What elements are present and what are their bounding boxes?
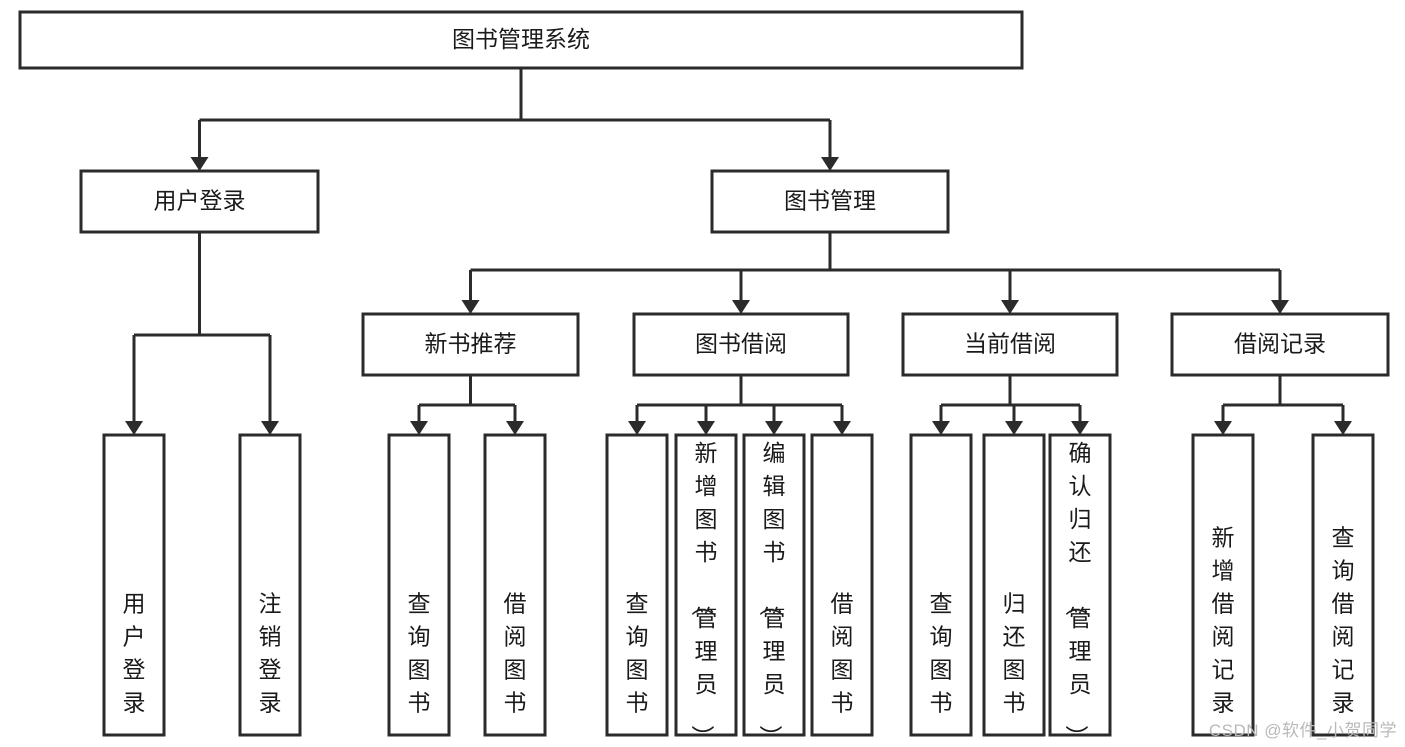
node-leaf-query-record[interactable]: 查询借阅记录: [1311, 433, 1375, 737]
node-label: 编辑图书（管理员）: [758, 440, 786, 747]
node-leaf-query-book-3[interactable]: 查询图书: [909, 433, 973, 737]
node-box: [674, 433, 738, 737]
node-label: 图书管理: [784, 188, 876, 214]
arrow-head-icon: [732, 300, 750, 314]
node-box: [79, 169, 320, 234]
node-label: 借阅图书: [831, 590, 854, 715]
arrow-head-icon: [697, 421, 715, 435]
node-leaf-query-book-1[interactable]: 查询图书: [387, 433, 451, 737]
node-label: 查询图书: [408, 590, 431, 715]
node-leaf-confirm-return[interactable]: 确认归还（管理员）: [1048, 433, 1112, 747]
node-label: 图书管理系统: [452, 26, 590, 52]
node-new-book-recommend[interactable]: 新书推荐: [361, 312, 580, 377]
arrow-head-icon: [932, 421, 950, 435]
node-box: [632, 312, 850, 377]
arrow-head-icon: [125, 421, 143, 435]
arrow-head-icon: [628, 421, 646, 435]
node-label: 新书推荐: [425, 331, 517, 357]
connector-layer: [125, 68, 1352, 435]
node-label: 借阅图书: [504, 590, 527, 715]
node-layer: 图书管理系统用户登录图书管理新书推荐图书借阅当前借阅借阅记录用户登录注销登录查询…: [18, 10, 1390, 747]
arrow-head-icon: [461, 300, 480, 314]
arrow-head-icon: [1271, 300, 1289, 314]
arrow-head-icon: [506, 421, 524, 435]
node-box: [1191, 433, 1255, 737]
node-box: [238, 433, 302, 737]
node-leaf-return-book[interactable]: 归还图书: [982, 433, 1046, 737]
arrow-head-icon: [261, 421, 279, 435]
node-label: 查询借阅记录: [1332, 524, 1355, 715]
node-box: [1170, 312, 1390, 377]
node-leaf-add-record[interactable]: 新增借阅记录: [1191, 433, 1255, 737]
node-box: [742, 433, 806, 737]
node-box: [1048, 433, 1112, 737]
arrow-head-icon: [821, 157, 839, 171]
node-leaf-borrow-book-1[interactable]: 借阅图书: [483, 433, 547, 737]
node-box: [982, 433, 1046, 737]
node-label: 新增借阅记录: [1212, 524, 1235, 715]
node-box: [387, 433, 451, 737]
node-box: [361, 312, 580, 377]
node-book-manage[interactable]: 图书管理: [710, 169, 950, 234]
node-label: 用户登录: [123, 590, 146, 715]
arrow-head-icon: [765, 421, 783, 435]
node-box: [901, 312, 1119, 377]
node-leaf-user-logout[interactable]: 注销登录: [238, 433, 302, 737]
node-leaf-edit-book[interactable]: 编辑图书（管理员）: [742, 433, 806, 747]
node-label: 查询图书: [930, 590, 953, 715]
node-box: [102, 433, 166, 737]
node-box: [810, 433, 874, 737]
node-label: 用户登录: [154, 188, 246, 214]
arrow-head-icon: [1001, 300, 1019, 314]
arrow-head-icon: [833, 421, 851, 435]
node-box: [483, 433, 547, 737]
node-box: [1311, 433, 1375, 737]
arrow-head-icon: [1071, 421, 1089, 435]
node-root[interactable]: 图书管理系统: [18, 10, 1024, 70]
arrow-head-icon: [1214, 421, 1232, 435]
node-label: 归还图书: [1003, 590, 1026, 715]
node-label: 注销登录: [259, 590, 282, 715]
node-label: 查询图书: [626, 590, 649, 715]
node-label: 新增图书（管理员）: [690, 440, 718, 747]
arrow-head-icon: [1334, 421, 1352, 435]
node-box: [710, 169, 950, 234]
node-box: [18, 10, 1024, 70]
node-current-borrow[interactable]: 当前借阅: [901, 312, 1119, 377]
arrow-head-icon: [190, 157, 209, 171]
node-label: 图书借阅: [695, 331, 787, 357]
node-leaf-query-book-2[interactable]: 查询图书: [605, 433, 669, 737]
node-label: 当前借阅: [964, 331, 1056, 357]
arrow-head-icon: [1005, 421, 1023, 435]
node-box: [605, 433, 669, 737]
node-box: [909, 433, 973, 737]
node-label: 借阅记录: [1234, 331, 1326, 357]
node-borrow-record[interactable]: 借阅记录: [1170, 312, 1390, 377]
node-user-login[interactable]: 用户登录: [79, 169, 320, 234]
node-leaf-add-book[interactable]: 新增图书（管理员）: [674, 433, 738, 747]
arrow-head-icon: [410, 421, 428, 435]
node-book-borrow[interactable]: 图书借阅: [632, 312, 850, 377]
node-label: 确认归还（管理员）: [1064, 440, 1092, 747]
node-leaf-user-login[interactable]: 用户登录: [102, 433, 166, 737]
node-leaf-borrow-book-2[interactable]: 借阅图书: [810, 433, 874, 737]
